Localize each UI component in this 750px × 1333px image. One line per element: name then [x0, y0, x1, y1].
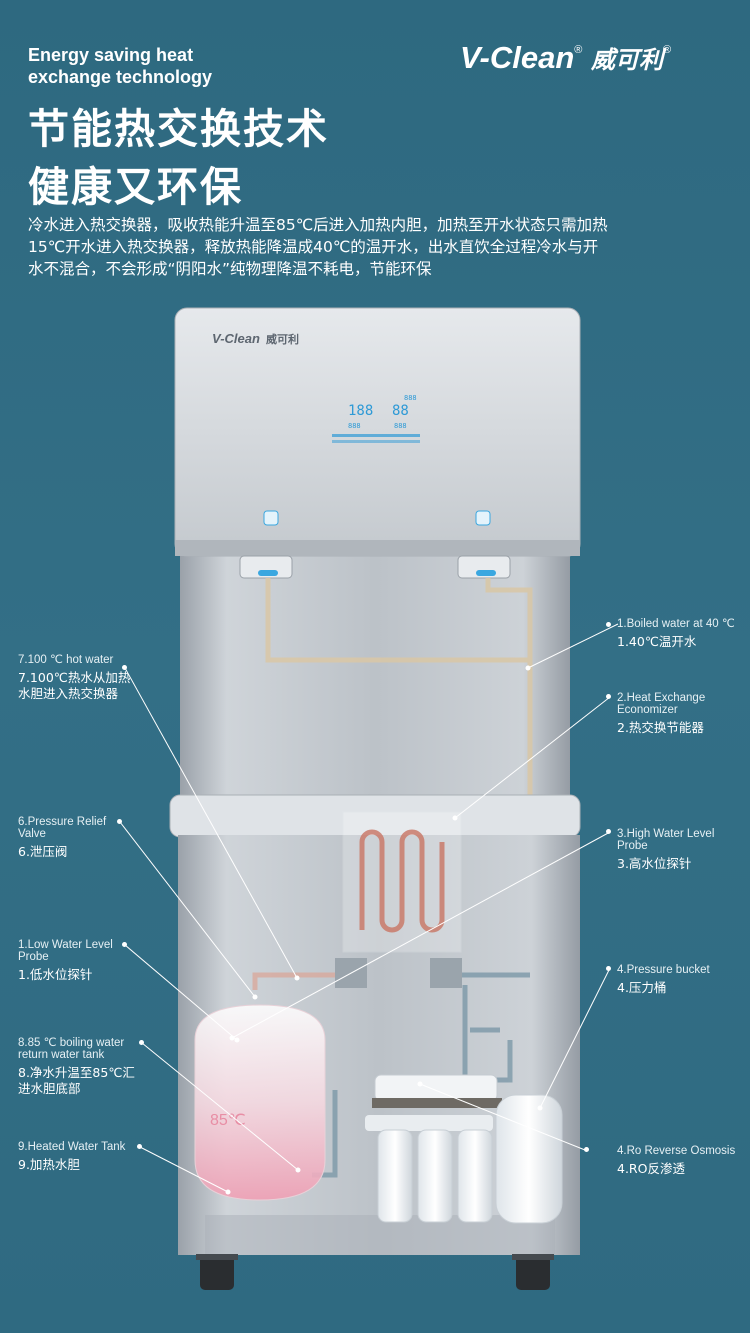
label-low-water-probe-cn: 1.低水位探针 [18, 967, 93, 982]
display-temp-right: 88 [392, 403, 409, 419]
warm-water-pipe [265, 578, 533, 970]
label-return-tank: 8.85 ℃ boiling water return water tank 8… [18, 1037, 142, 1097]
label-boiled-water: 1.Boiled water at 40 ℃ 1.40℃温开水 [617, 618, 747, 650]
label-dot-pressure-bucket [606, 966, 611, 971]
label-dot-ro [584, 1147, 589, 1152]
registered-mark-1: ® [574, 44, 583, 56]
panel-logo-cn: 威可利 [266, 332, 299, 346]
label-ro-en: 4.Ro Reverse Osmosis [617, 1145, 736, 1157]
heated-water-tank: 85℃ [194, 1004, 326, 1201]
filter-2 [417, 1129, 453, 1223]
label-heat-exchange: 2.Heat Exchange Economizer 2.热交换节能器 [617, 692, 737, 736]
display-small-2: 888 [348, 422, 361, 430]
label-return-tank-en: 8.85 ℃ boiling water return water tank [18, 1037, 125, 1061]
label-low-water-probe-en: 1.Low Water Level Probe [18, 939, 113, 963]
label-pressure-bucket-en: 4.Pressure bucket [617, 964, 710, 976]
hot-water-pipe [252, 972, 335, 990]
left-dispense-button [263, 510, 279, 526]
chinese-headline-line1: 节能热交换技术 [28, 105, 329, 153]
label-dot-low-water-probe [122, 942, 127, 947]
led-display: 188 88 888 888 888 [332, 394, 420, 443]
description-paragraph: 冷水进入热交换器，吸收热能升温至85℃后进入加热内胆，加热至开水状态只需加热15… [28, 216, 608, 278]
label-dot-high-water-probe [606, 829, 611, 834]
label-hot-water: 7.100 ℃ hot water 7.100℃热水从加热水胆进入热交换器 [18, 654, 136, 702]
caster-wheels [196, 1254, 554, 1290]
label-dot-heat-exchange [606, 694, 611, 699]
brand-cn-name: 威可利 [591, 46, 664, 74]
display-small-1: 888 [404, 394, 417, 402]
label-hot-water-en: 7.100 ℃ hot water [18, 654, 114, 666]
display-temp-left: 188 [348, 403, 373, 419]
display-small-3: 888 [394, 422, 407, 430]
label-return-tank-cn: 8.净水升温至85℃汇进水胆底部 [18, 1065, 135, 1096]
label-high-water-probe-en: 3.High Water Level Probe [617, 828, 715, 852]
registered-mark-2: ® [663, 44, 672, 56]
chinese-headline: 节能热交换技术 健康又环保 [28, 100, 329, 216]
label-dot-heated-tank [137, 1144, 142, 1149]
label-high-water-probe: 3.High Water Level Probe 3.高水位探针 [617, 828, 732, 872]
label-heated-tank-cn: 9.加热水胆 [18, 1157, 80, 1172]
label-relief-valve: 6.Pressure Relief Valve 6.泄压阀 [18, 816, 118, 860]
filter-1 [377, 1129, 413, 1223]
left-faucet [239, 555, 293, 579]
label-dot-boiled-water [606, 622, 611, 627]
filter-3 [457, 1129, 493, 1223]
middle-cabinet [180, 550, 570, 795]
label-relief-valve-cn: 6.泄压阀 [18, 844, 68, 859]
right-faucet [457, 555, 511, 579]
panel-logo: V-Clean [212, 331, 260, 346]
label-dot-relief-valve [117, 819, 122, 824]
label-heat-exchange-en: 2.Heat Exchange Economizer [617, 692, 706, 716]
label-dot-return-tank [139, 1040, 144, 1045]
tank-temp-label: 85℃ [210, 1112, 246, 1129]
chinese-headline-line2: 健康又环保 [28, 163, 243, 211]
ro-filter-assembly [365, 1074, 502, 1223]
pressure-bucket [495, 1094, 563, 1224]
label-pressure-bucket: 4.Pressure bucket 4.压力桶 [617, 964, 742, 996]
callout-endpoints [225, 665, 543, 1195]
label-hot-water-cn: 7.100℃热水从加热水胆进入热交换器 [18, 670, 131, 701]
label-dot-hot-water [122, 665, 127, 670]
label-low-water-probe: 1.Low Water Level Probe 1.低水位探针 [18, 939, 124, 983]
english-headline: Energy saving heat exchange technology [28, 45, 213, 87]
label-pressure-bucket-cn: 4.压力桶 [617, 980, 667, 995]
label-heated-tank: 9.Heated Water Tank 9.加热水胆 [18, 1141, 142, 1173]
label-heat-exchange-cn: 2.热交换节能器 [617, 720, 704, 735]
right-dispense-button [475, 510, 491, 526]
label-boiled-water-en: 1.Boiled water at 40 ℃ [617, 618, 735, 630]
label-high-water-probe-cn: 3.高水位探针 [617, 856, 692, 871]
label-relief-valve-en: 6.Pressure Relief Valve [18, 816, 107, 840]
label-heated-tank-en: 9.Heated Water Tank [18, 1141, 126, 1153]
brand-name: V-Clean [460, 40, 575, 75]
label-boiled-water-cn: 1.40℃温开水 [617, 634, 697, 649]
brand-logo: V-Clean® 威可利® [460, 40, 671, 76]
label-ro: 4.Ro Reverse Osmosis 4.RO反渗透 [617, 1145, 747, 1177]
callout-lines [119, 623, 619, 1193]
label-ro-cn: 4.RO反渗透 [617, 1161, 685, 1176]
